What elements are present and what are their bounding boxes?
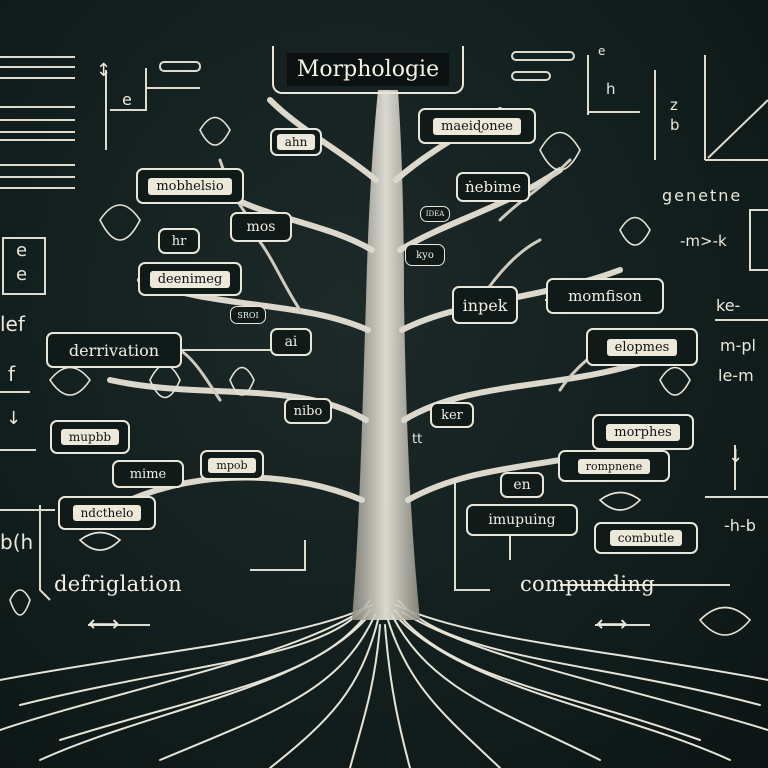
node-en: en <box>500 472 544 498</box>
node-derrivation: derrivation <box>46 332 182 368</box>
node-label: mime <box>129 466 167 482</box>
node-maeidonee: maeiɖonee <box>418 108 536 144</box>
margin-note: e <box>598 44 606 58</box>
node-rompnene: rompnene <box>558 450 670 482</box>
margin-note: ke- <box>716 296 741 315</box>
node-label: inpek <box>462 295 508 315</box>
margin-note: -h-b <box>724 516 756 535</box>
double-arrow-icon: ⟷ <box>88 612 120 637</box>
node-combutle: combutle <box>594 522 698 554</box>
node-label: ker <box>441 407 463 423</box>
down-arrow-icon: ↓ <box>728 446 744 467</box>
t-mark: tt <box>412 432 423 447</box>
node-label: nibo <box>293 403 323 419</box>
node-deenimeg: deenimeg <box>138 262 242 296</box>
node-nibo: nibo <box>284 398 332 424</box>
margin-note: le-m <box>718 366 754 385</box>
margin-note: f <box>8 362 16 386</box>
section-heading-right: compunding <box>520 572 655 596</box>
node-label: ṅebime <box>464 178 522 196</box>
title-text: Morphologie <box>286 52 450 86</box>
node-label: kyo <box>416 249 434 261</box>
margin-note: genetne <box>662 186 743 205</box>
node-inpek: inpek <box>452 286 518 324</box>
node-label: morphes <box>606 423 680 441</box>
node-label: elopmes <box>606 338 678 356</box>
node-label: rompnene <box>577 458 651 474</box>
roots-icon <box>0 599 768 768</box>
node-label: SROI <box>237 310 259 320</box>
node-mobhelsio: mobhelsio <box>136 168 244 204</box>
node-label: mpob <box>208 457 256 473</box>
node-morphes: morphes <box>592 414 694 450</box>
node-label: combutle <box>609 530 683 546</box>
node-label: hr <box>171 233 187 249</box>
node-mpob: mpob <box>200 450 264 480</box>
node-label: maeiɖonee <box>433 117 521 135</box>
margin-note: z <box>670 96 678 114</box>
margin-note: lef <box>0 312 25 336</box>
node-label: derrivation <box>68 340 160 360</box>
node-idea: IDEA <box>420 206 450 222</box>
node-label: ahn <box>276 134 316 150</box>
up-arrow-icon: ↕ <box>96 60 112 81</box>
node-mime: mime <box>112 460 184 488</box>
node-label: deenimeg <box>149 270 231 288</box>
node-ahn: ahn <box>270 128 322 156</box>
node-label: ai <box>284 334 298 350</box>
node-sroi: SROI <box>230 306 266 324</box>
node-mupbb: mupbb <box>50 420 130 454</box>
node-label: mupbb <box>60 429 120 445</box>
node-label: mobhelsio <box>148 177 232 195</box>
node-label: momfison <box>568 287 642 305</box>
diagram-title: Morphologie <box>272 46 464 94</box>
node-ndcthelo: ndcthelo <box>58 496 156 530</box>
node-label: ndcthelo <box>72 505 142 521</box>
node-mos: mos <box>230 212 292 242</box>
node-ker: ker <box>430 402 474 428</box>
margin-note: b(h <box>0 530 34 554</box>
margin-note: h <box>606 80 616 98</box>
margin-note: m-pl <box>720 336 756 355</box>
node-impupuing: imupuing <box>466 504 578 536</box>
node-elopmes: elopmes <box>586 328 698 366</box>
node-hr: hr <box>158 228 200 254</box>
margin-note: b <box>670 116 680 134</box>
double-arrow-icon: ⟷ <box>596 612 628 637</box>
margin-note: e <box>16 240 28 261</box>
margin-lines <box>0 51 768 626</box>
down-arrow-icon: ↓ <box>6 408 22 429</box>
section-heading-left: defriglation <box>54 572 183 596</box>
node-ai: ai <box>270 328 312 356</box>
margin-note: e <box>16 264 28 285</box>
node-momfison: momfison <box>546 278 664 314</box>
node-kyo: kyo <box>405 244 445 266</box>
node-label: imupuing <box>488 512 556 528</box>
margin-note: -m>-k <box>680 232 727 250</box>
margin-note: e <box>122 90 132 109</box>
node-label: IDEA <box>425 210 445 218</box>
node-label: mos <box>246 219 276 235</box>
node-debime: ṅebime <box>456 172 530 202</box>
node-label: en <box>513 477 531 493</box>
